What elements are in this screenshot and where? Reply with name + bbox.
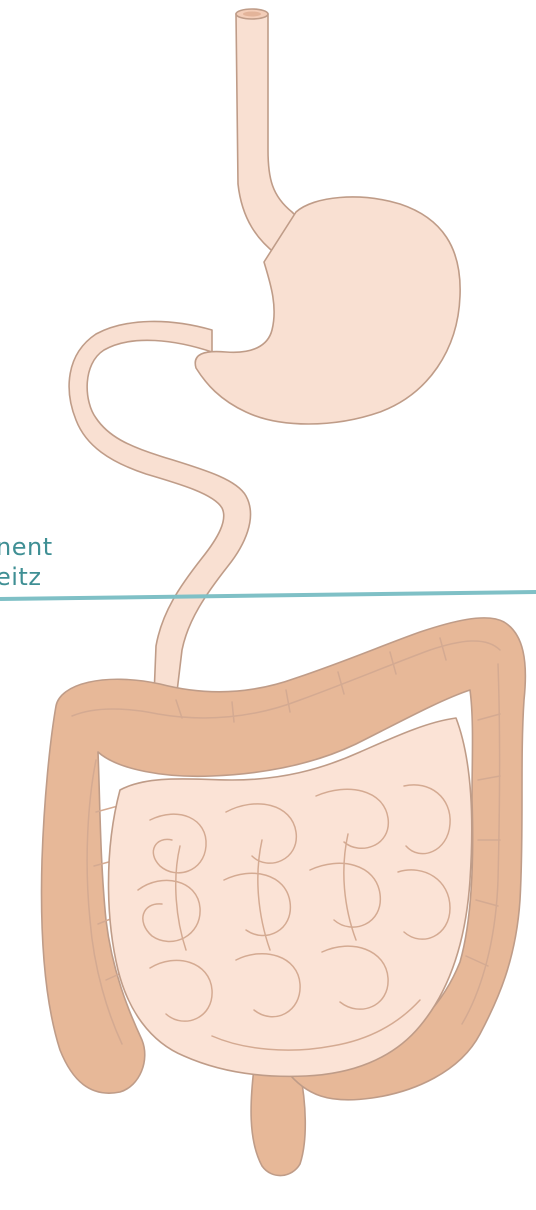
reference-line (0, 592, 536, 599)
stomach (195, 197, 460, 424)
label-line-1: nent (0, 534, 53, 561)
esophagus (236, 14, 300, 254)
appendix (251, 1068, 305, 1176)
label-line-2: eitz (0, 564, 41, 591)
